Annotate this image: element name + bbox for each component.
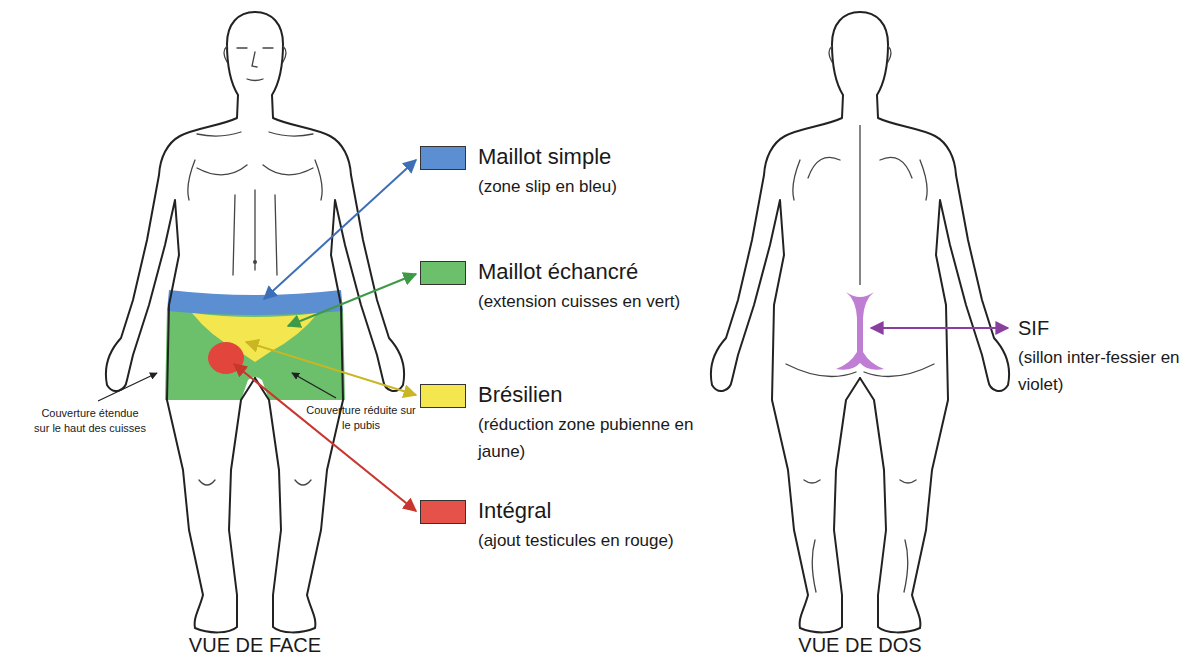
cleft-zone bbox=[836, 292, 884, 370]
zone-description: (réduction zone pubienne en jaune) bbox=[478, 411, 728, 465]
brief-zone bbox=[167, 290, 343, 315]
zone-description: (ajout testicules en rouge) bbox=[478, 527, 728, 554]
navel bbox=[253, 260, 257, 264]
zone-callout: Intégral(ajout testicules en rouge) bbox=[420, 497, 728, 554]
thigh-zone bbox=[165, 308, 345, 400]
zone-name: Maillot simple bbox=[478, 143, 728, 171]
zone-description: (zone slip en bleu) bbox=[478, 173, 728, 200]
leader-arrow bbox=[264, 160, 416, 299]
zone-callout: SIF(sillon inter-fessier en violet) bbox=[1018, 314, 1180, 398]
note-arrow bbox=[98, 373, 157, 401]
callout-text: Intégral(ajout testicules en rouge) bbox=[478, 497, 728, 554]
zone-callout: Maillot simple(zone slip en bleu) bbox=[420, 143, 728, 200]
body-outline bbox=[860, 12, 1009, 632]
body-detail bbox=[247, 52, 263, 270]
body-outline bbox=[255, 12, 404, 632]
genital-zone bbox=[208, 342, 244, 374]
note-text: Couverture étendue sur le haut des cuiss… bbox=[34, 406, 146, 436]
leader-arrow bbox=[234, 364, 416, 511]
color-swatch bbox=[420, 261, 466, 285]
body-detail bbox=[263, 46, 322, 485]
body-detail bbox=[864, 46, 934, 592]
spine-line bbox=[859, 125, 860, 285]
view-title: VUE DE FACE bbox=[105, 632, 405, 658]
body-detail bbox=[188, 46, 247, 485]
callout-text: SIF(sillon inter-fessier en violet) bbox=[1018, 314, 1180, 398]
body-detail bbox=[786, 46, 856, 592]
view-title: VUE DE DOS bbox=[710, 632, 1010, 658]
zone-name: Intégral bbox=[478, 497, 728, 525]
note-text: Couverture réduite sur le pubis bbox=[303, 403, 419, 433]
note-arrow bbox=[292, 373, 336, 398]
zone-name: Maillot échancré bbox=[478, 258, 728, 286]
zone-description: (sillon inter-fessier en violet) bbox=[1018, 344, 1180, 398]
color-swatch bbox=[420, 384, 466, 408]
zone-callout: Brésilien(réduction zone pubienne en jau… bbox=[420, 381, 728, 465]
zone-description: (extension cuisses en vert) bbox=[478, 288, 728, 315]
color-swatch bbox=[420, 146, 466, 170]
leader-arrow bbox=[871, 327, 1008, 329]
callout-text: Brésilien(réduction zone pubienne en jau… bbox=[478, 381, 728, 465]
zone-name: Brésilien bbox=[478, 381, 728, 409]
body-outline bbox=[711, 12, 860, 632]
callout-text: Maillot simple(zone slip en bleu) bbox=[478, 143, 728, 200]
leader-arrow bbox=[288, 274, 416, 326]
leader-arrow bbox=[246, 342, 416, 395]
color-swatch bbox=[420, 500, 466, 524]
zone-name: SIF bbox=[1018, 314, 1180, 342]
body-outline bbox=[106, 12, 255, 632]
callout-text: Maillot échancré(extension cuisses en ve… bbox=[478, 258, 728, 315]
zone-callout: Maillot échancré(extension cuisses en ve… bbox=[420, 258, 728, 315]
